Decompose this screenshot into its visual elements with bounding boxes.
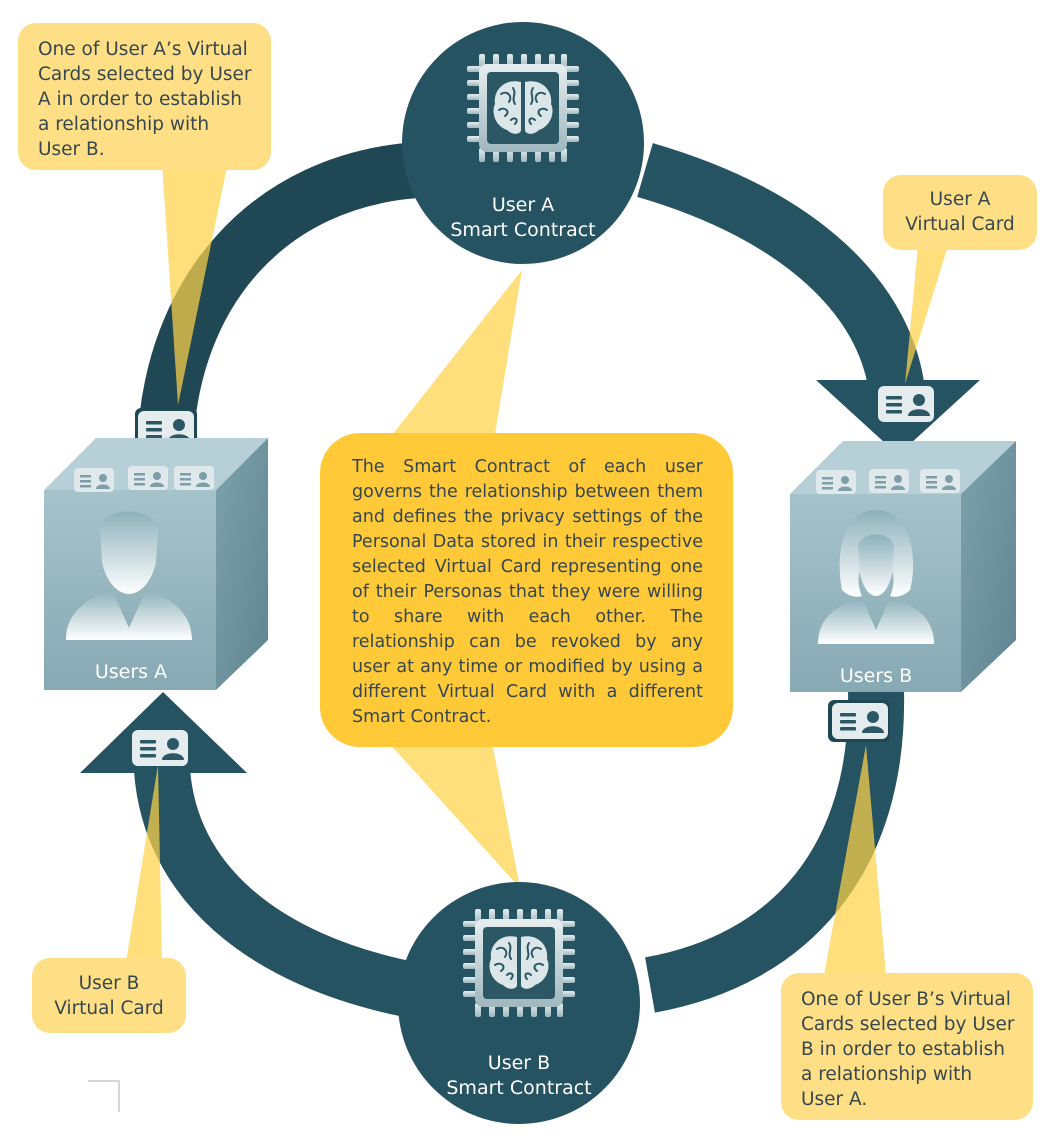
callout-user-b-virtual-card: User B Virtual Card [32, 958, 186, 1033]
callout-line: Cards selected by User [38, 64, 252, 85]
callout-center-text: The Smart Contract of each user governs … [352, 457, 703, 727]
pointer-center-top [388, 270, 522, 440]
brain-chip-icon [462, 908, 576, 1018]
user-b-smart-contract-node: User B Smart Contract [398, 882, 640, 1124]
callout-line: Cards selected by User [801, 1014, 1015, 1035]
user-b-smart-contract-line1: User B [488, 1052, 550, 1074]
callout-line: a relationship with [801, 1064, 973, 1085]
id-card-icon [878, 386, 934, 422]
callout-line: a relationship with [38, 114, 210, 135]
user-b-label: Users B [840, 665, 912, 687]
callout-line: B in order to establish [801, 1039, 1005, 1060]
id-card-icon [869, 469, 909, 493]
callout-line: One of User A’s Virtual [38, 39, 248, 60]
user-a-smart-contract-line1: User A [492, 194, 554, 216]
id-card-icon [920, 469, 960, 493]
ring [134, 142, 926, 1018]
male-user-icon [66, 511, 192, 640]
callout-user-a-virtual-card: User A Virtual Card [883, 175, 1037, 250]
arc-top-left [137, 142, 421, 452]
id-card-icon [74, 468, 114, 492]
callout-line: User A [929, 189, 991, 210]
callout-line: A in order to establish [38, 89, 242, 110]
callout-user-a-card-selection: One of User A’s Virtual Cards selected b… [18, 23, 271, 170]
user-b-cube: Users B [790, 441, 1016, 692]
pointer-center-bottom [388, 742, 520, 888]
arc-bottom-left [134, 767, 418, 1018]
callout-line: Virtual Card [905, 214, 1015, 235]
user-b-smart-contract-line2: Smart Contract [446, 1077, 591, 1099]
female-user-icon [818, 510, 934, 644]
pointer-bottom-left [126, 765, 162, 962]
callout-user-b-card-selection: One of User B’s Virtual Cards selected b… [781, 973, 1033, 1120]
corner-mark [88, 1080, 120, 1112]
id-card-icon [128, 466, 168, 490]
user-a-smart-contract-line2: Smart Contract [450, 219, 595, 241]
callout-line: User B [78, 973, 140, 994]
user-a-label: Users A [95, 661, 167, 683]
callout-line: User A. [801, 1089, 868, 1110]
arc-bottom-right [644, 689, 905, 1013]
pointer-top-right [905, 246, 948, 384]
callout-smart-contract-description: The Smart Contract of each user governs … [320, 433, 733, 747]
user-a-cube: Users A [44, 438, 268, 690]
id-card-icon [828, 700, 890, 742]
callout-line: Virtual Card [54, 998, 164, 1019]
brain-chip-icon [466, 53, 580, 163]
pointer-bottom-right [824, 745, 886, 975]
callout-pointers [126, 162, 948, 975]
id-card-icon [132, 730, 188, 766]
id-card-icon [816, 470, 856, 494]
callout-line: User B. [38, 139, 105, 160]
callout-line: One of User B’s Virtual [801, 989, 1011, 1010]
id-card-icon [174, 466, 214, 490]
user-a-smart-contract-node: User A Smart Contract [402, 22, 644, 264]
arc-top-right [637, 143, 926, 404]
pointer-top-left [162, 162, 228, 405]
